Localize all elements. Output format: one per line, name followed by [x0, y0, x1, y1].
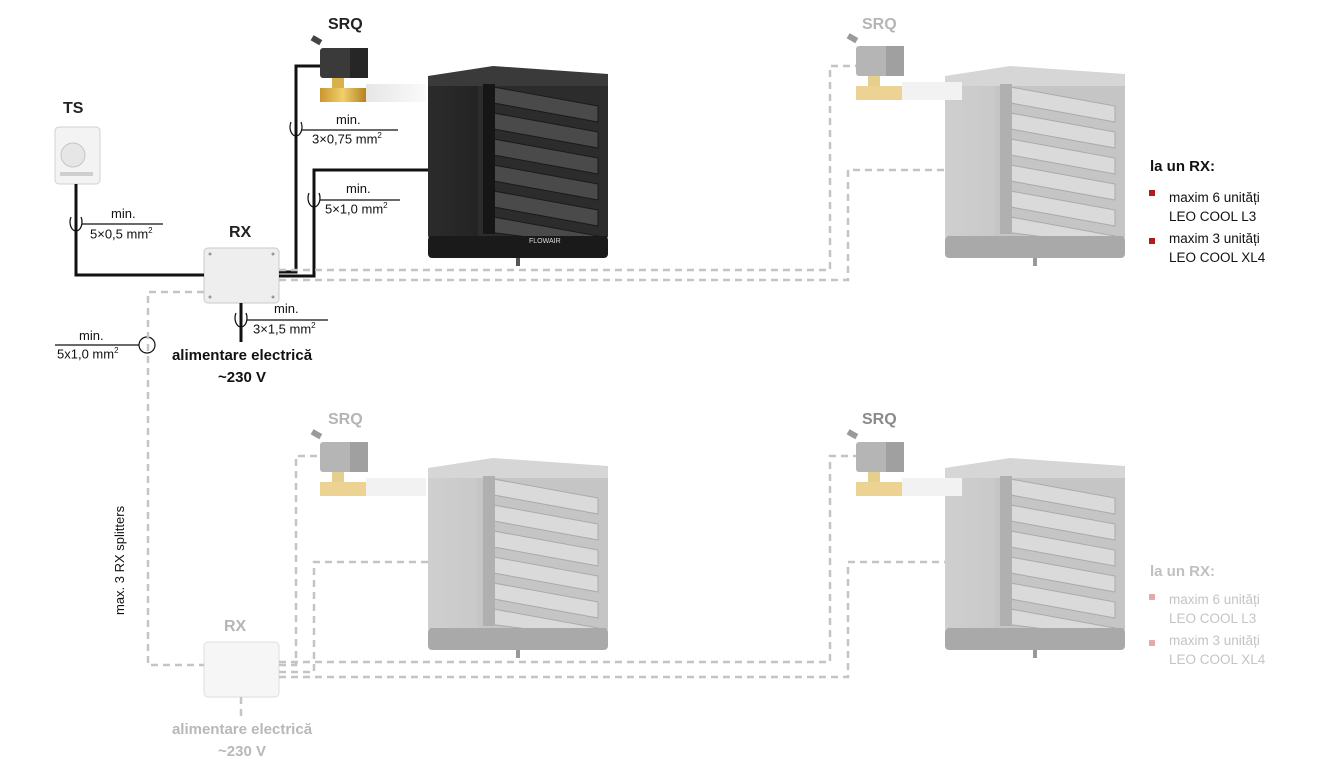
valve-cable-min: min. — [336, 112, 361, 127]
dashed-wiring — [146, 64, 945, 720]
power-cable-min: min. — [274, 301, 299, 316]
splitter-limit-note: max. 3 RX splitters — [112, 505, 127, 615]
power-supply-main: alimentare electrică ~230 V — [168, 345, 316, 389]
rx-splitter-secondary — [203, 641, 280, 698]
valve-top-right — [846, 33, 962, 101]
heater-main — [427, 65, 609, 267]
rx-info-bullet-faded — [1149, 640, 1155, 646]
rx-info-title-faded: la un RX: — [1150, 563, 1216, 580]
thermostat-device — [54, 126, 101, 185]
heater-top-right — [944, 65, 1126, 267]
valve-bottom-right — [846, 429, 962, 496]
rx-info-item-faded: maxim 6 unități LEO COOL L3 — [1169, 592, 1260, 626]
rx-info-item: maxim 3 unități LEO COOL XL4 — [1169, 231, 1266, 265]
solid-wiring — [74, 64, 428, 342]
rx-info-bullet — [1149, 190, 1155, 196]
heater-bottom-left — [427, 457, 609, 659]
heater-cable-spec: 5×1,0 mm2 — [325, 201, 388, 217]
thermostat-cable-min: min. — [111, 206, 136, 221]
power-supply-voltage: ~230 V — [218, 743, 266, 760]
valve-main — [310, 35, 426, 103]
thermostat-label: TS — [63, 100, 84, 117]
valve-bottom-left — [310, 429, 426, 496]
rx-info-title: la un RX: — [1150, 158, 1216, 175]
power-supply-label: alimentare electrică — [171, 347, 313, 364]
heater-bottom-right — [944, 457, 1126, 659]
rx-splitter-main — [203, 247, 280, 304]
valve-label-top-right: SRQ — [862, 16, 897, 33]
power-supply-voltage: ~230 V — [218, 369, 266, 386]
rx-label-secondary: RX — [224, 618, 247, 635]
thermostat-cable-spec: 5×0,5 mm2 — [90, 226, 153, 242]
heater-cable-min: min. — [346, 181, 371, 196]
rx-info-bullet-faded — [1149, 594, 1155, 600]
rx-info-bullet — [1149, 238, 1155, 244]
valve-label-bottom-right: SRQ — [862, 411, 897, 428]
rx-info-item: maxim 6 unități LEO COOL L3 — [1169, 190, 1260, 224]
power-supply-label: alimentare electrică — [171, 721, 313, 738]
heater-brand-logo: FLOWAIR — [529, 238, 561, 245]
power-supply-secondary: alimentare electrică ~230 V — [166, 719, 318, 763]
rx-label-main: RX — [229, 224, 252, 241]
valve-label-bottom-left: SRQ — [328, 411, 363, 428]
valve-label-main: SRQ — [328, 16, 363, 33]
link-cable-min: min. — [79, 328, 104, 343]
cable-markers — [55, 121, 400, 354]
valve-cable-spec: 3×0,75 mm2 — [312, 131, 382, 147]
power-cable-spec: 3×1,5 mm2 — [253, 321, 316, 337]
rx-info-item-faded: maxim 3 unități LEO COOL XL4 — [1169, 633, 1266, 667]
link-cable-spec: 5x1,0 mm2 — [57, 346, 119, 362]
